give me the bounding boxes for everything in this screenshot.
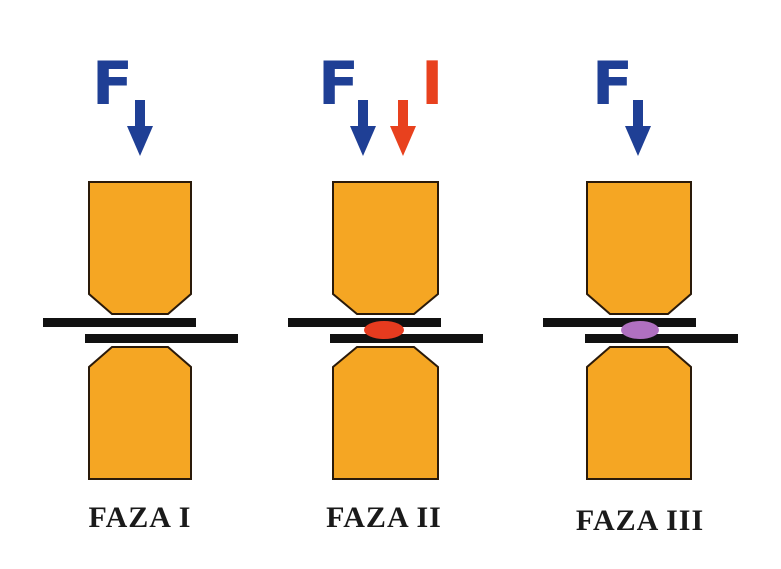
upper-electrode <box>586 181 692 315</box>
lower-sheet <box>85 334 238 343</box>
phase-2: F I FAZA II <box>288 49 483 534</box>
force-label: F <box>592 49 633 119</box>
solidified-weld-nugget <box>621 321 659 339</box>
force-label: F <box>318 49 359 119</box>
lower-electrode <box>332 346 439 480</box>
phase-title: FAZA III <box>576 504 704 537</box>
upper-sheet <box>288 318 441 327</box>
phase-title: FAZA II <box>326 501 442 534</box>
force-arrow-icon <box>625 100 651 156</box>
lower-electrode <box>586 346 692 480</box>
current-label: I <box>421 49 443 119</box>
lower-sheet <box>585 334 738 343</box>
phase-title: FAZA I <box>89 501 192 534</box>
phase-3: F FAZA III <box>543 49 738 537</box>
phase-1: F FAZA I <box>43 49 238 534</box>
force-label: F <box>92 49 133 119</box>
upper-electrode <box>88 181 192 315</box>
lower-sheet <box>330 334 483 343</box>
upper-electrode <box>332 181 439 315</box>
molten-weld-nugget <box>364 321 404 339</box>
upper-sheet <box>43 318 196 327</box>
force-arrow-icon <box>127 100 153 156</box>
force-arrow-icon <box>350 100 376 156</box>
upper-sheet <box>543 318 696 327</box>
lower-electrode <box>88 346 192 480</box>
current-arrow-icon <box>390 100 416 156</box>
